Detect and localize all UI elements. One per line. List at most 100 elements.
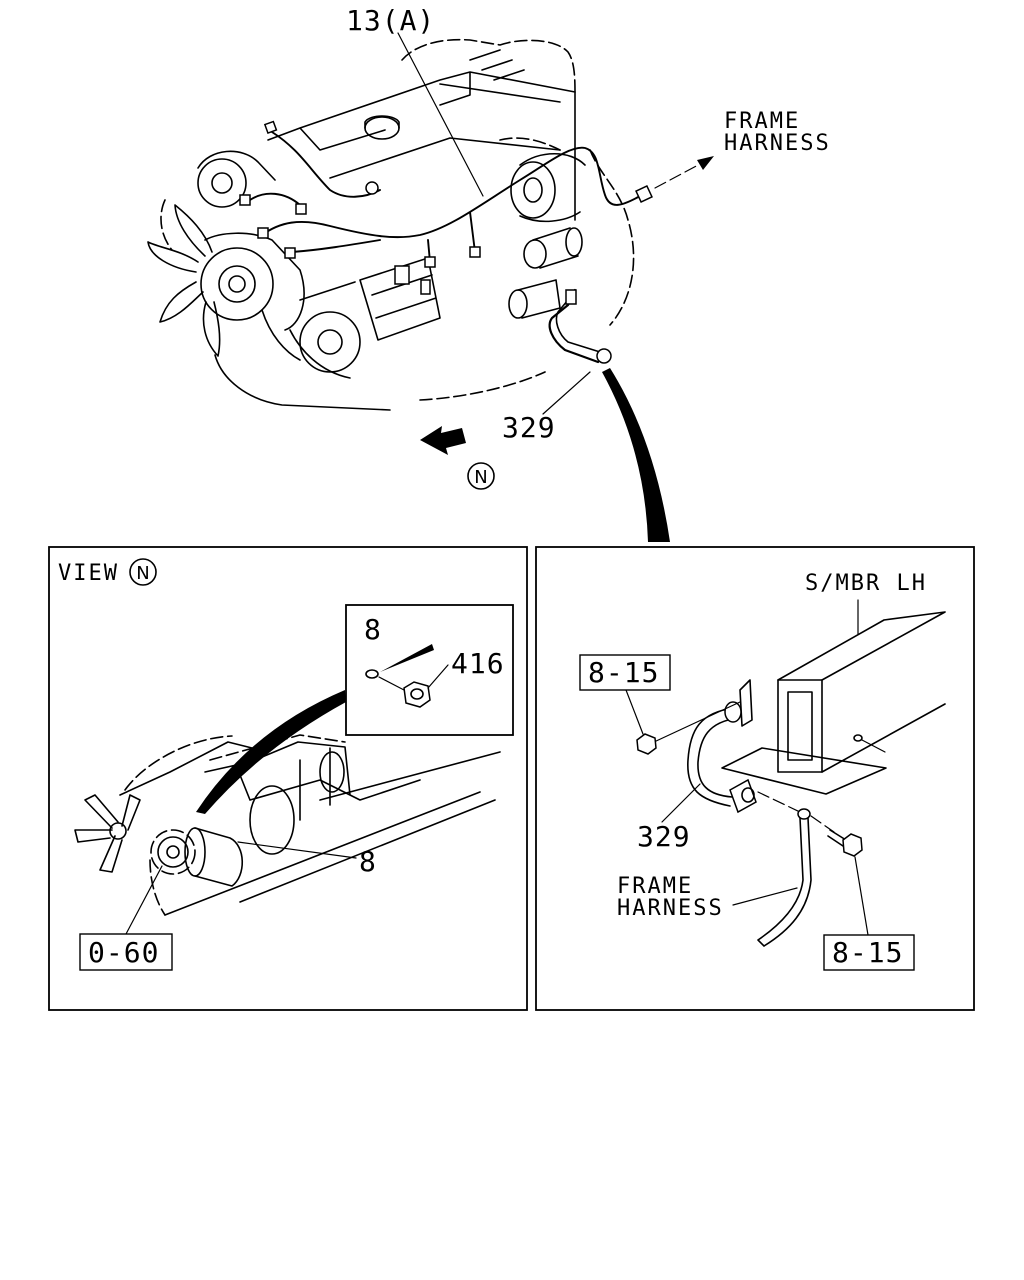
inset-callout-8[interactable]: 8 [364,613,382,646]
inset-pointer-wedge [196,690,346,814]
view-n-title-circle [129,558,157,586]
bracket-callout-329[interactable]: 329 [502,411,556,444]
harness-connector [469,246,481,258]
crank-pulley-ring [218,265,256,303]
ref-8-15-bottom-label[interactable]: 8-15 [832,936,903,969]
detail-frame-harness-line2: HARNESS [617,896,724,921]
ref-0-60-label[interactable]: 0-60 [88,936,159,969]
harness-connector [284,247,296,259]
pipe-329-outer [687,707,736,807]
frame-harness-label-line2: HARNESS [724,131,831,156]
inset-callout-416[interactable]: 416 [451,647,505,680]
engine-front-sketch [74,734,501,916]
washer-to-nut-line [378,676,405,691]
callout-8[interactable]: 8 [359,845,377,878]
side-member-hole [853,734,863,742]
washer [365,669,379,679]
frame-harness-direction-line [654,163,701,189]
harness-connector [295,203,307,215]
turbocharger-body [519,153,586,223]
harness-callout-13a[interactable]: 13(A) [346,4,435,37]
harness-ground-terminal [365,181,379,195]
view-direction-arrow [420,426,466,455]
ref-8-15-top-box [579,654,671,691]
bracket-clip [596,348,612,364]
harness-bracket [548,288,600,364]
view-n-title: VIEW [58,561,119,586]
ref-0-60-leader [125,865,163,935]
engine-sketch-pulley-hub [166,845,180,859]
oil-filler-cap [364,116,400,140]
pipe-lower-clamp-eye [741,787,755,803]
engine-sketch-gear-ring [150,829,196,875]
engine-sketch-turbo [319,751,345,793]
inset-to-nut-leader [427,664,449,689]
bolt-8-15-bottom-shank [827,829,847,847]
clamp-to-terminal-line [757,791,801,813]
bolt-8-15-top [636,733,657,755]
engine-assembly-drawing [147,38,653,411]
exhaust-pipe-end [508,289,528,319]
sensor-plug [394,265,410,285]
harness-connector [263,120,278,135]
air-intake-pipe-end [523,239,547,269]
harness-bracket-inner [555,299,601,353]
air-intake-pipe [517,227,579,319]
crank-pulley-hub [228,275,246,293]
sensor-plug [420,279,431,295]
bolt-8-15-bottom [842,833,863,857]
air-intake-pipe-far-end [565,227,583,257]
inset-callout-8-pointer [380,644,434,672]
ref-8-15-bottom-leader [854,856,869,936]
frame-harness-label-line1: FRAME [724,109,800,134]
turbocharger-housing [510,161,556,219]
mounting-plate [721,747,887,795]
view-marker-circle [467,462,495,490]
ref-8-15-bottom-box [823,934,915,971]
harness-connector [239,194,251,206]
engine-harness [249,131,641,263]
frame-harness-leader [732,887,798,906]
callout-8-leader [237,841,357,859]
pipe-329-inner [697,717,739,798]
harness-connectors [239,120,653,295]
detail-panel: S/MBR LH 8-15 329 [535,546,975,1011]
detail-pointer-wedge [602,368,670,542]
frame-harness-drawing [757,791,863,947]
pipe-callout-329[interactable]: 329 [637,820,691,853]
crank-pulley [200,247,274,321]
detail-frame-harness-line1: FRAME [617,874,693,899]
view-n-title-letter: N [136,563,149,584]
harness-ring-terminal [797,808,811,820]
harness-connector [424,256,436,268]
side-member-label: S/MBR LH [805,571,927,596]
engine-sketch-fan [74,794,141,873]
pipe-329-drawing [687,679,757,814]
ref-8-15-top-label[interactable]: 8-15 [588,656,659,689]
lower-pulley-hub [317,329,343,355]
frame-harness-connector [635,185,653,203]
idler-pulley-hub [211,172,233,194]
oil-filler-cap-top [364,115,400,129]
harness-connector [257,227,269,239]
harness-callout-leader [397,32,484,197]
engine-sketch-pulley [157,836,189,868]
engine-sketch-alternator [249,785,295,855]
engine-sketch-fan-hub [109,822,127,840]
idler-pulley [197,158,247,208]
lower-pulley [299,311,361,373]
bracket-329-drawing [548,288,612,364]
detail-panel-frame [535,546,975,1011]
nut-bore [410,688,424,700]
engine-sketch-starter-face [184,827,206,877]
engine-sketch-hidden-outline [124,734,346,916]
top-bolt-axis-line [653,701,741,743]
side-member-edges [777,611,946,773]
engine-sketch-starter-housing [194,827,243,887]
view-n-panel: VIEW N 8 416 8 0-6 [48,546,528,1011]
side-member-drawing [721,611,946,795]
pipe-329-leader [661,783,701,823]
fan-blades [147,204,301,361]
turbocharger-outlet [523,177,543,203]
